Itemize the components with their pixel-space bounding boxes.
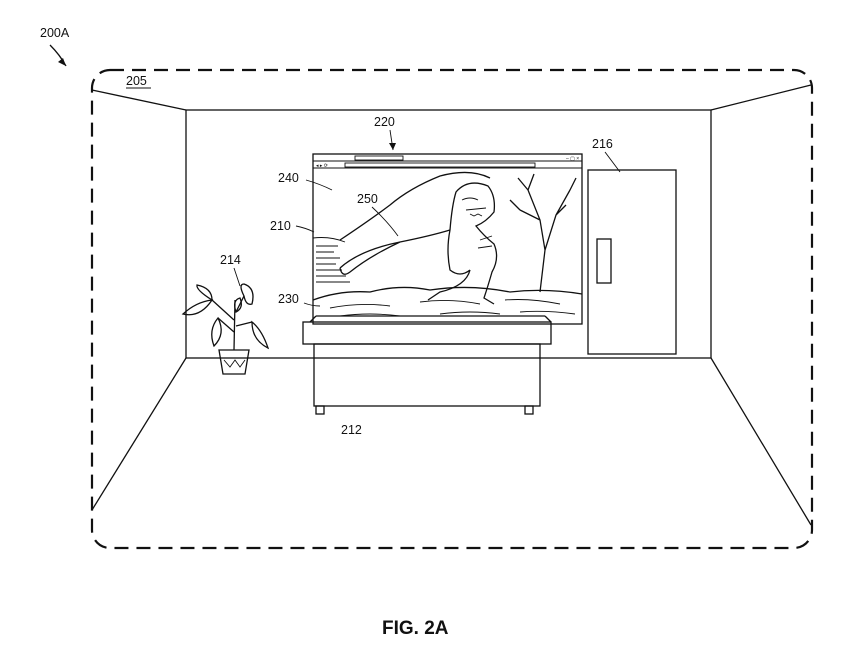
window-arrowhead xyxy=(389,143,396,150)
label-plant: 214 xyxy=(220,253,241,267)
label-display-content: 240 xyxy=(278,171,299,185)
leader-ground xyxy=(303,302,321,307)
svg-text:◂ ▸ ⟳: ◂ ▸ ⟳ xyxy=(316,163,329,169)
label-window: 220 xyxy=(374,115,395,129)
label-scene-ref: 200A xyxy=(40,26,70,40)
ceiling-edge-right xyxy=(710,84,812,111)
leader-door xyxy=(604,151,621,173)
label-dinosaur: 250 xyxy=(357,192,378,206)
table xyxy=(302,315,552,415)
label-room-ref: 205 xyxy=(126,74,147,88)
label-virtual-display: 210 xyxy=(270,219,291,233)
display-content xyxy=(312,171,583,317)
leader-plant xyxy=(233,267,241,287)
leader-display-content xyxy=(305,179,333,191)
scene-ref-arrowhead xyxy=(58,58,66,66)
virtual-display-window: ◂ ▸ ⟳ – ▢ × xyxy=(312,153,583,325)
door xyxy=(587,169,677,355)
svg-text:– ▢ ×: – ▢ × xyxy=(566,156,579,162)
label-door: 216 xyxy=(592,137,613,151)
potted-plant xyxy=(181,283,270,375)
label-table: 212 xyxy=(341,423,362,437)
back-wall xyxy=(185,109,712,359)
ceiling-edge-left xyxy=(91,89,187,111)
floor-edge-left xyxy=(91,357,187,511)
leader-virtual-display xyxy=(295,225,315,233)
leader-dinosaur xyxy=(371,206,399,237)
room-boundary-dashed xyxy=(90,68,814,550)
floor-edge-right xyxy=(710,357,812,526)
label-ground: 230 xyxy=(278,292,299,306)
figure-caption: FIG. 2A xyxy=(382,618,449,639)
